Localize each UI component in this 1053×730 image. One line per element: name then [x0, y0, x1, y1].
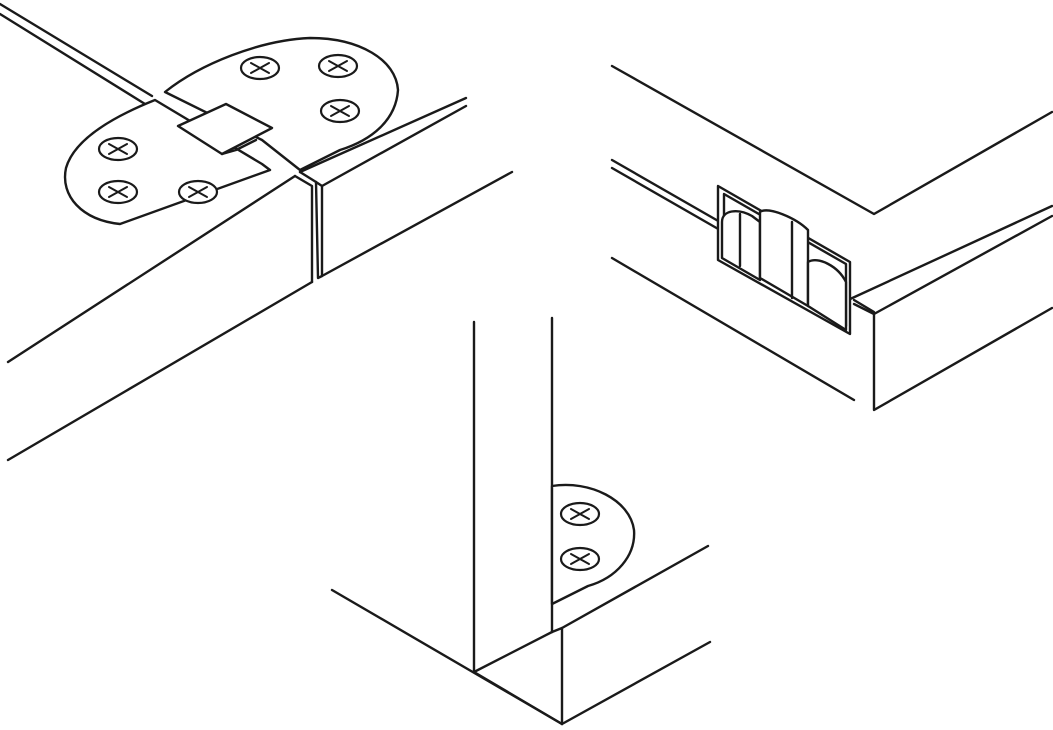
base-corner [550, 626, 564, 726]
screw-icon [319, 98, 361, 124]
hinge-knuckle [176, 102, 274, 156]
top-panel-near-edge [610, 158, 722, 224]
hinge-knuckle-middle [758, 209, 810, 308]
view-top-left [0, 2, 514, 462]
screw-icon [559, 501, 601, 527]
board-gap [298, 170, 318, 184]
right-board-front-top [320, 104, 468, 188]
screw-icon [239, 55, 281, 81]
hinge-knuckle-edge [220, 138, 258, 156]
right-board-top [298, 96, 468, 174]
top-panel-far-edge [610, 64, 1053, 216]
right-board-corner [314, 180, 324, 280]
view-bottom [330, 316, 712, 726]
base-top-edge [560, 544, 710, 630]
bottom-block-top-edge [872, 214, 1053, 316]
screw-icon [97, 136, 139, 162]
top-panel-right-edge [846, 204, 1053, 302]
top-panel-near-edge-2 [610, 166, 722, 232]
right-board-front-bottom [320, 170, 514, 278]
left-board-front-bottom [6, 280, 314, 462]
base-seam [472, 670, 564, 726]
view-top-right [610, 64, 1053, 412]
bottom-block-corner [852, 302, 1053, 412]
screw-icon [97, 179, 139, 205]
screw-icon [317, 53, 359, 79]
left-board-front-top [6, 174, 297, 364]
panel-gap [852, 298, 876, 314]
hinge-leaf-folded [550, 483, 636, 606]
screw-icon [559, 546, 601, 572]
screw-icon [177, 179, 219, 205]
left-board-corner [293, 174, 314, 284]
bottom-block-front [610, 256, 856, 402]
hinge-knuckle-right [806, 259, 848, 332]
left-board-top-edge [0, 2, 154, 98]
base-right-edge [560, 640, 712, 726]
post-base [472, 630, 554, 674]
left-board-top-edge-2 [0, 12, 147, 106]
